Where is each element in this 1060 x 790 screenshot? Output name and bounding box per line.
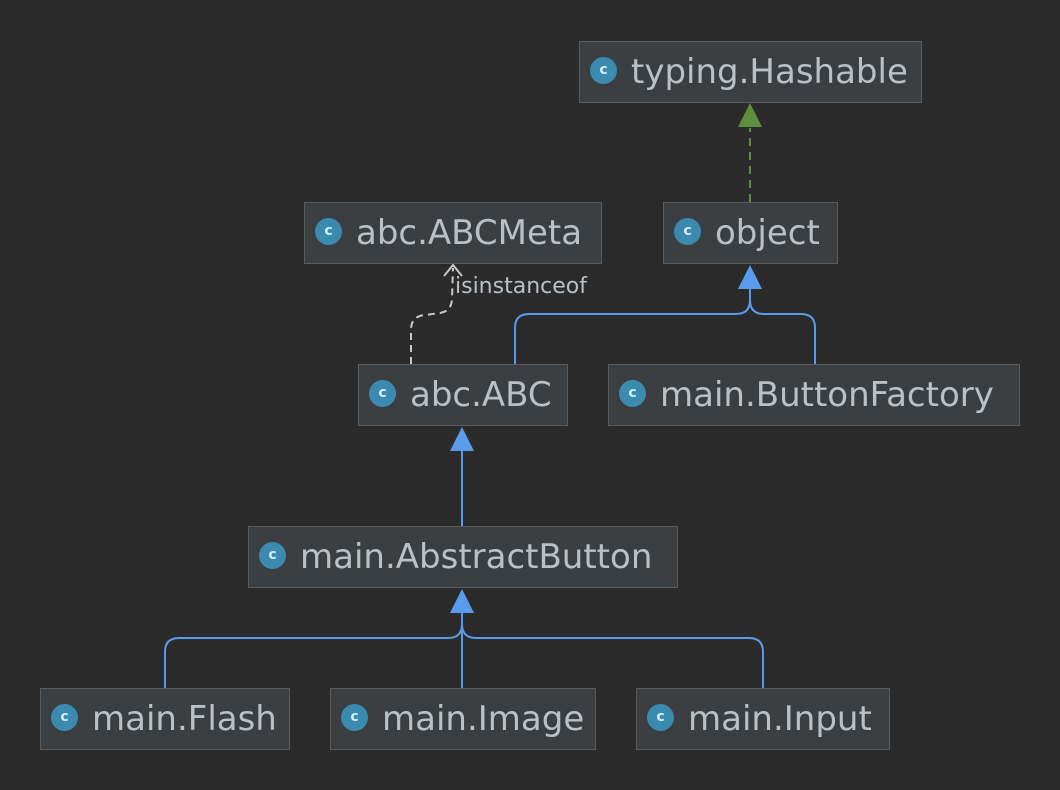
class-icon: c — [51, 703, 78, 731]
class-node-abc-abcmeta[interactable]: c abc.ABCMeta — [304, 202, 602, 264]
edge-label-isinstanceof: isinstanceof — [455, 274, 587, 299]
class-icon: c — [647, 703, 674, 731]
dependency-line — [410, 267, 454, 364]
class-label: main.Image — [382, 699, 585, 739]
inheritance-line-buttonfactory — [749, 299, 816, 364]
class-node-main-abstractbutton[interactable]: c main.AbstractButton — [248, 526, 678, 588]
edge-to-object — [514, 265, 816, 364]
class-icon: c — [341, 703, 368, 731]
class-label: object — [715, 213, 820, 253]
class-icon: c — [619, 379, 646, 407]
class-label: main.Input — [688, 699, 872, 739]
class-node-abc-abc[interactable]: c abc.ABC — [358, 364, 568, 426]
class-node-object[interactable]: c object — [663, 202, 838, 264]
class-label: main.AbstractButton — [300, 537, 653, 577]
edge-abc-to-abcmeta — [410, 263, 463, 364]
edge-to-abstractbutton — [164, 589, 764, 688]
class-icon: c — [590, 56, 617, 84]
class-label: main.Flash — [92, 699, 277, 739]
class-node-main-buttonfactory[interactable]: c main.ButtonFactory — [608, 364, 1020, 426]
implements-arrowhead — [738, 103, 762, 127]
class-label: typing.Hashable — [631, 52, 908, 92]
class-node-main-image[interactable]: c main.Image — [330, 688, 596, 750]
class-label: abc.ABCMeta — [356, 213, 583, 253]
class-icon: c — [315, 217, 342, 245]
class-node-typing-hashable[interactable]: c typing.Hashable — [579, 41, 922, 103]
inheritance-line-flash — [164, 612, 463, 688]
class-label: main.ButtonFactory — [660, 375, 994, 415]
inheritance-arrowhead — [450, 589, 474, 613]
dependency-arrowhead — [443, 263, 463, 277]
class-icon: c — [369, 379, 396, 407]
class-icon: c — [674, 217, 701, 245]
edge-object-to-typing-hashable — [738, 103, 762, 202]
inheritance-arrowhead — [450, 427, 474, 451]
inheritance-line-abc — [514, 288, 751, 364]
class-node-main-flash[interactable]: c main.Flash — [40, 688, 290, 750]
inheritance-line-input — [461, 623, 764, 688]
class-label: abc.ABC — [410, 375, 552, 415]
edge-abstractbutton-to-abc — [450, 427, 474, 526]
class-node-main-input[interactable]: c main.Input — [636, 688, 890, 750]
class-icon: c — [259, 541, 286, 569]
inheritance-arrowhead — [738, 265, 762, 289]
